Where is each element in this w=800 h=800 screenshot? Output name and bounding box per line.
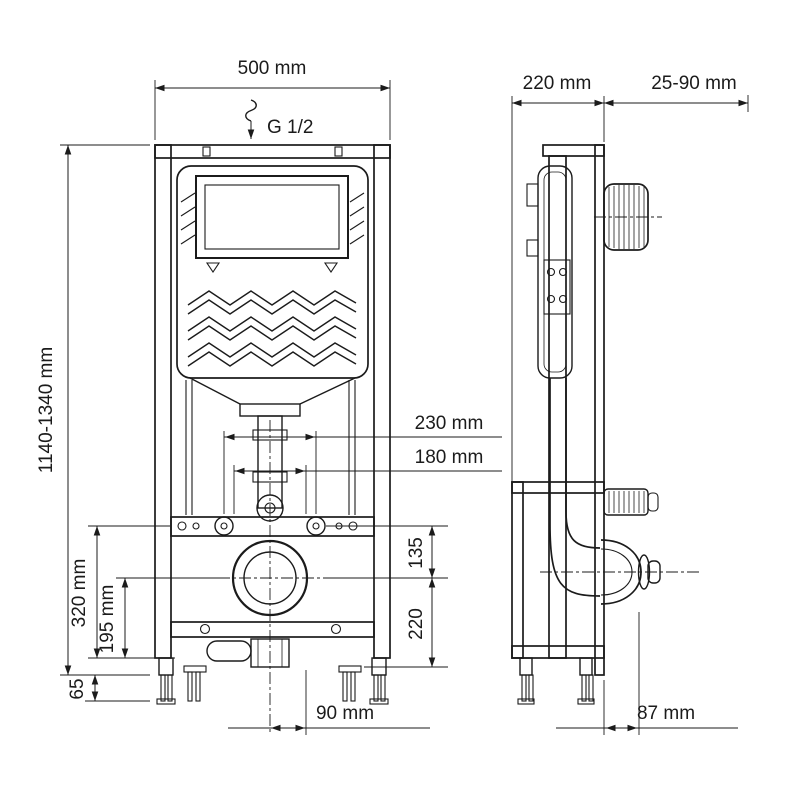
- dim-wall-range: 25-90 mm: [604, 73, 749, 112]
- dim-span-outer: 230 mm: [223, 413, 502, 514]
- water-level-waves: [187, 290, 357, 367]
- dim-axis-to-fixings: 135: [326, 525, 448, 579]
- dim-wall-range-label: 25-90 mm: [651, 73, 737, 94]
- dim-outlet-offset-side: 87 mm: [556, 612, 738, 735]
- front-centerlines: [218, 420, 330, 735]
- dim-195-label: 195 mm: [97, 585, 118, 654]
- dim-axis-to-floor: 220: [364, 578, 448, 668]
- support-feet-side: [517, 657, 595, 705]
- water-supply-icon: [245, 99, 257, 122]
- side-view: [511, 144, 700, 705]
- dim-320: 320 mm: [69, 525, 218, 659]
- bowl-connector: [603, 488, 659, 516]
- wall-plate: [594, 144, 605, 676]
- dim-span-outer-label: 230 mm: [415, 413, 484, 434]
- front-view: [154, 144, 391, 735]
- dim-axis-to-floor-label: 220: [406, 608, 427, 640]
- dim-195: 195 mm: [97, 578, 129, 658]
- dim-side-depth-label: 220 mm: [523, 73, 592, 94]
- dim-foot-label: 65: [67, 678, 88, 699]
- dim-height-range-label: 1140-1340 mm: [36, 347, 57, 473]
- dim-height-range: 1140-1340 mm: [36, 144, 150, 676]
- dim-320-label: 320 mm: [69, 559, 90, 628]
- dim-foot: 65: [67, 675, 150, 702]
- panel-hatching: [180, 192, 365, 245]
- dim-outlet-offset-side-label: 87 mm: [637, 703, 695, 724]
- dim-front-width-label: 500 mm: [238, 58, 307, 79]
- access-panel: [195, 175, 349, 273]
- support-feet: [156, 657, 389, 705]
- mounting-rail: [170, 516, 375, 537]
- dim-axis-to-fixings-label: 135: [406, 537, 427, 569]
- front-frame: [154, 144, 391, 659]
- dim-supply: G 1/2: [245, 99, 313, 139]
- dim-span-inner: 180 mm: [233, 447, 502, 514]
- drain-elbow: [540, 378, 700, 605]
- dim-side-depth: 220 mm: [511, 73, 605, 482]
- dim-span-inner-label: 180 mm: [415, 447, 484, 468]
- dim-outlet-offset-front-label: 90 mm: [316, 703, 374, 724]
- dimensions: 500 mm 1140-1340 mm G 1/2 230 mm: [36, 58, 749, 735]
- base-rail: [170, 621, 375, 668]
- dim-supply-label: G 1/2: [267, 117, 313, 138]
- dim-front-width: 500 mm: [154, 58, 391, 140]
- side-brackets: [543, 259, 571, 315]
- cistern: [176, 165, 369, 405]
- flush-actuator: [594, 183, 662, 251]
- dim-outlet-offset-front: 90 mm: [228, 670, 430, 735]
